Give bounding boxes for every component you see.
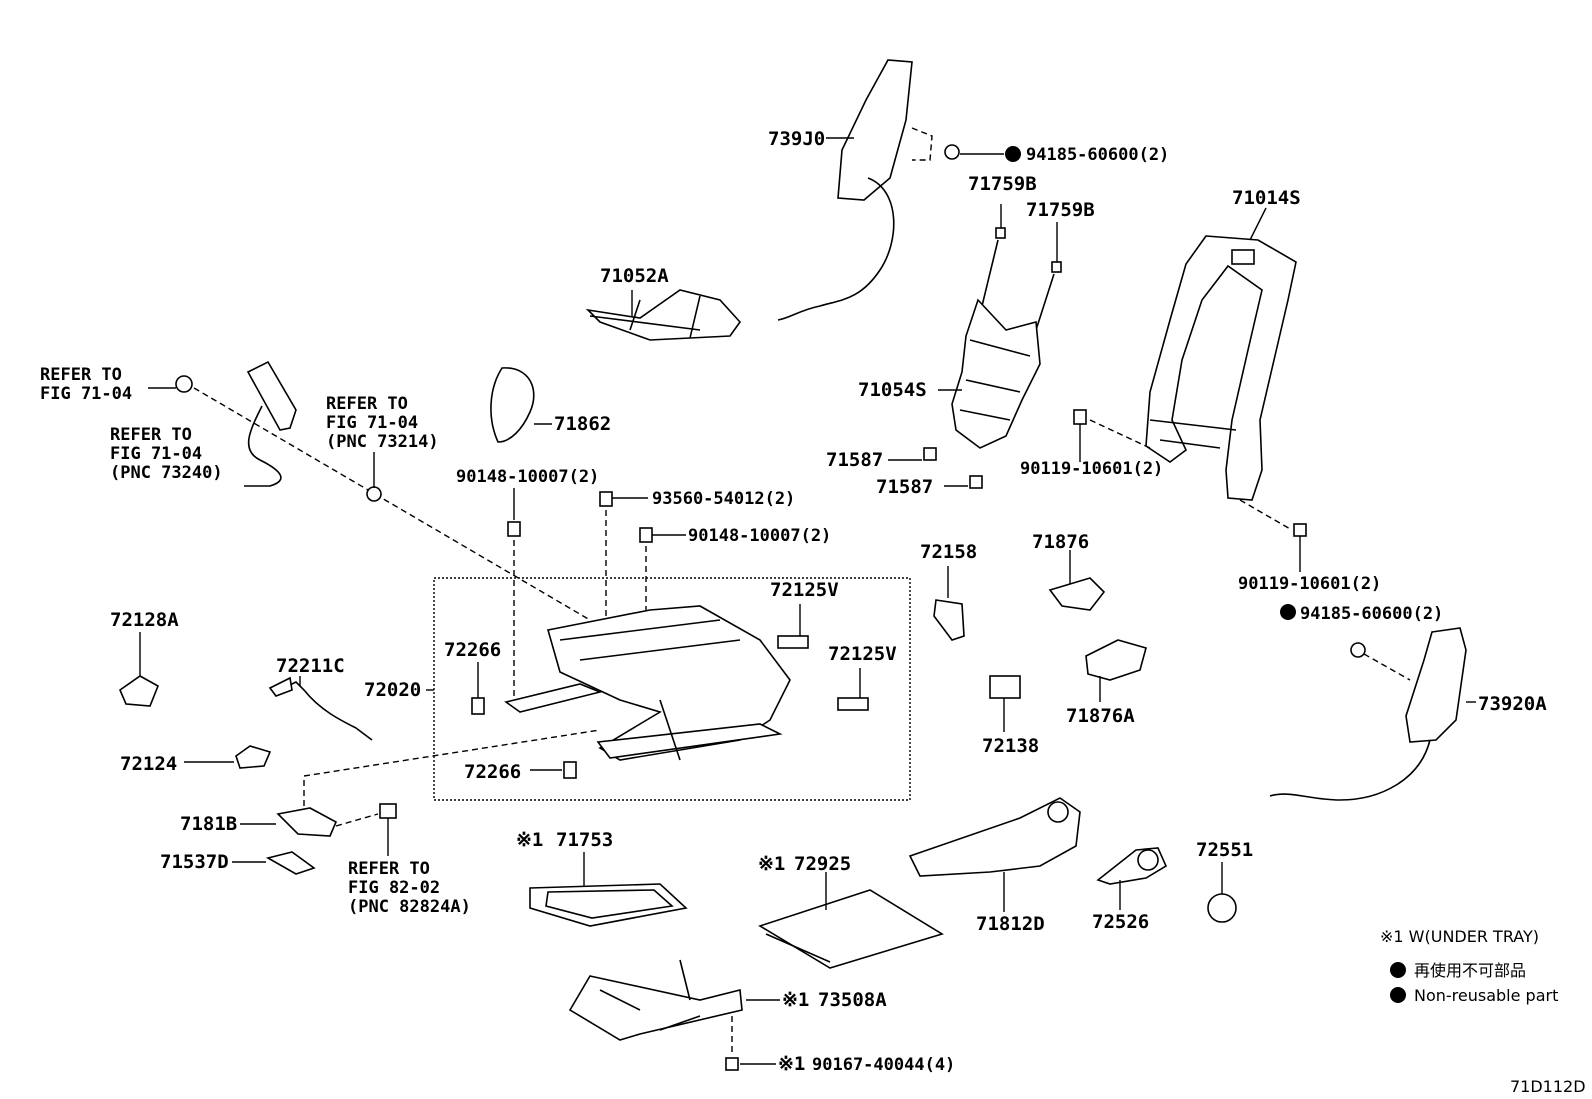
part-72925-drawing	[758, 872, 944, 969]
nut-94185-top-icon	[944, 144, 1021, 162]
legend: ※1 W(UNDER TRAY) 再使用不可部品 Non-reusable pa…	[1380, 927, 1558, 1005]
mark-73508A: ※1	[782, 989, 809, 1011]
ref-note-3-line3: (PNC 73214)	[326, 432, 439, 452]
part-72158-drawing	[933, 566, 965, 641]
label-72211C: 72211C	[276, 655, 345, 677]
ref-note-4-line3: (PNC 82824A)	[348, 897, 471, 917]
leader-lines	[148, 137, 1267, 520]
label-72551: 72551	[1196, 839, 1253, 861]
label-90119-10601-a: 90119-10601(2)	[1020, 459, 1163, 479]
legend-jp: 再使用不可部品	[1414, 961, 1526, 980]
ref-note-2-line2: FIG 71-04	[110, 444, 202, 464]
label-73920A: 73920A	[1478, 693, 1547, 715]
part-73920A-drawing	[1269, 627, 1476, 801]
ref-note-1-line1: REFER TO	[40, 365, 122, 385]
label-7181B: 7181B	[180, 813, 237, 835]
label-73508A: 73508A	[818, 989, 887, 1011]
part-71014S-drawing	[1145, 235, 1297, 501]
part-72020-drawing	[504, 605, 791, 761]
label-71812D: 71812D	[976, 913, 1045, 935]
part-71812D-drawing	[908, 797, 1081, 912]
part-72551-drawing	[1207, 862, 1237, 923]
part-7181B-drawing	[240, 729, 601, 856]
label-71876A: 71876A	[1066, 705, 1135, 727]
label-93560-54012: 93560-54012(2)	[652, 489, 795, 509]
mark-72925: ※1	[758, 853, 785, 875]
label-72138: 72138	[982, 735, 1039, 757]
label-72266-b: 72266	[464, 761, 521, 783]
part-72124-drawing	[184, 745, 272, 769]
bolt-top-icons	[507, 491, 686, 700]
label-71587-a: 71587	[826, 449, 883, 471]
mark-90167: ※1	[778, 1053, 805, 1075]
bolt-90119-icons	[1073, 409, 1307, 572]
label-94185-60600-top: 94185-60600(2)	[1026, 145, 1169, 165]
label-72526: 72526	[1092, 911, 1149, 933]
label-71759B-b: 71759B	[1026, 199, 1095, 221]
switch-72125V-icons	[777, 604, 869, 711]
clip-71587-icons	[923, 447, 983, 489]
part-72138-drawing	[989, 675, 1021, 732]
part-72211C-drawing	[268, 676, 373, 741]
label-71052A: 71052A	[600, 265, 669, 287]
part-71537D-drawing	[232, 851, 316, 875]
label-71537D: 71537D	[160, 851, 229, 873]
seatbelt-buckle-drawing	[175, 360, 591, 621]
label-71876: 71876	[1032, 531, 1089, 553]
part-71862-drawing	[490, 367, 535, 443]
ref-note-3-line2: FIG 71-04	[326, 413, 418, 433]
label-94185-60600-right: 94185-60600(2)	[1300, 604, 1443, 624]
part-739J0-drawing	[777, 59, 933, 321]
clip-72266-icons	[426, 662, 577, 779]
nut-94185-right-icon	[1280, 604, 1411, 681]
clip-71759B-icons	[995, 204, 1062, 273]
label-72266-a: 72266	[444, 639, 501, 661]
label-72158: 72158	[920, 541, 977, 563]
label-72128A: 72128A	[110, 609, 179, 631]
part-71753-drawing	[529, 852, 688, 927]
label-72925: 72925	[794, 853, 851, 875]
label-72125V-a: 72125V	[770, 579, 839, 601]
ref-note-4-line1: REFER TO	[348, 859, 430, 879]
legend-dot-jp-icon	[1390, 962, 1406, 978]
label-72020: 72020	[364, 679, 421, 701]
label-739J0: 739J0	[768, 128, 825, 150]
label-71014S: 71014S	[1232, 187, 1301, 209]
mark-71753: ※1	[516, 829, 543, 851]
part-72128A-drawing	[119, 632, 160, 707]
label-90148-10007-a: 90148-10007(2)	[456, 467, 599, 487]
legend-dot-en-icon	[1390, 987, 1406, 1003]
label-72124: 72124	[120, 753, 177, 775]
label-71759B-a: 71759B	[968, 173, 1037, 195]
ref-note-2-line1: REFER TO	[110, 425, 192, 445]
label-71587-b: 71587	[876, 476, 933, 498]
seat-track-group-box	[433, 577, 911, 801]
part-71876-drawing	[1048, 550, 1106, 611]
part-71054S-drawing	[951, 239, 1055, 449]
ref-note-3-line1: REFER TO	[326, 394, 408, 414]
label-90167-40044: 90167-40044(4)	[812, 1055, 955, 1075]
ref-note-2-line3: (PNC 73240)	[110, 463, 223, 483]
label-72125V-b: 72125V	[828, 643, 897, 665]
label-90119-10601-b: 90119-10601(2)	[1238, 574, 1381, 594]
ref-note-1-line2: FIG 71-04	[40, 384, 132, 404]
part-72526-drawing	[1096, 847, 1168, 910]
screw-90167-icon	[725, 1016, 776, 1071]
label-71753: 71753	[556, 829, 613, 851]
legend-note: ※1 W(UNDER TRAY)	[1380, 927, 1539, 946]
part-73508A-drawing	[568, 959, 780, 1041]
label-90148-10007-b: 90148-10007(2)	[688, 526, 831, 546]
part-71876A-drawing	[1085, 639, 1147, 702]
ref-note-4-line2: FIG 82-02	[348, 878, 440, 898]
label-71862: 71862	[554, 413, 611, 435]
part-71052A-drawing	[585, 289, 742, 341]
figure-id: 71D112D	[1510, 1077, 1586, 1096]
label-71054S: 71054S	[858, 379, 927, 401]
legend-en: Non-reusable part	[1414, 986, 1558, 1005]
